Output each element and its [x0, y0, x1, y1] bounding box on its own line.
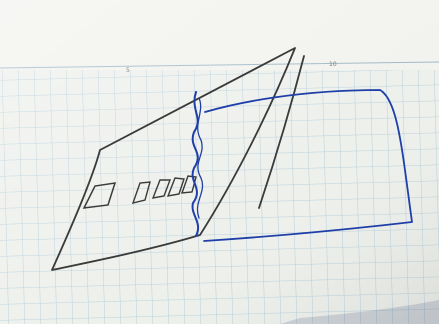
lighting-overlay: [0, 0, 439, 324]
photo-frame: 5 10: [0, 0, 439, 324]
sketch-canvas: 5 10: [0, 0, 439, 324]
